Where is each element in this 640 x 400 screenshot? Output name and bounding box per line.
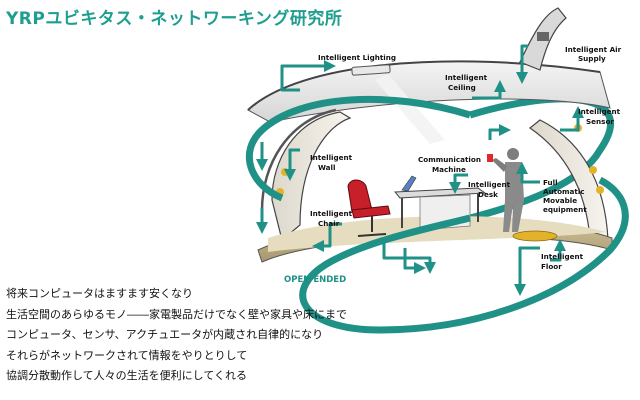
laptop [401, 175, 417, 192]
label-intelligent-wall: Intelligent [310, 153, 353, 162]
arrow-ceiling [472, 80, 506, 100]
label-intelligent-ceiling: Intelligent [445, 73, 488, 82]
label-full-automatic: Full [543, 178, 558, 187]
orbit-loop-front [299, 176, 629, 334]
label-intelligent-floor: Floor [541, 262, 562, 271]
label-full-automatic: Automatic [543, 187, 585, 196]
page-title: YRPユビキタス・ネットワーキング研究所 [6, 9, 343, 29]
label-intelligent-chair: Intelligent [310, 209, 353, 218]
floor-sensor [512, 230, 558, 242]
arrow-open-ended [382, 238, 436, 274]
description-line: コンピュータ、センサ、アクチュエータが内蔵され自律的になり [6, 328, 324, 341]
person-head [507, 148, 519, 160]
label-intelligent-air-supply: Supply [578, 54, 606, 63]
description-text: 将来コンピュータはますます安くなり 生活空間のあらゆるモノ――家電製品だけでなく… [6, 284, 386, 387]
label-intelligent-desk: Desk [478, 190, 498, 199]
label-intelligent-lighting: Intelligent Lighting [318, 53, 396, 62]
label-communication-machine: Machine [432, 165, 466, 174]
label-full-automatic: Movable [543, 196, 577, 205]
orbit-loop-left [245, 95, 472, 202]
light-fixture [351, 64, 391, 76]
arrow-floor [514, 246, 540, 296]
label-full-automatic: equipment [543, 205, 587, 214]
arrow-lighting [280, 60, 336, 92]
label-communication-machine: Communication [418, 155, 481, 164]
handheld-device [487, 154, 493, 162]
label-intelligent-sensor: Sensor [586, 117, 614, 126]
label-intelligent-desk: Intelligent [468, 180, 511, 189]
person-body [503, 162, 524, 232]
intelligent-chair [347, 179, 373, 213]
arrow-air-supply [516, 44, 528, 84]
label-intelligent-wall: Wall [318, 163, 335, 172]
air-supply-vent [537, 32, 549, 41]
left-wall-outer [260, 108, 337, 211]
person-arm [492, 158, 507, 172]
arrow-sensor [560, 106, 584, 132]
label-intelligent-air-supply: Intelligent Air [565, 45, 622, 54]
arrow-full-auto [516, 162, 540, 184]
description-line: 将来コンピュータはますます安くなり [6, 287, 193, 300]
label-intelligent-ceiling: Ceiling [448, 83, 476, 92]
label-intelligent-floor: Intelligent [541, 252, 584, 261]
description-line: 生活空間のあらゆるモノ――家電製品だけでなく壁や家具や床にまで [6, 307, 347, 321]
chair-seat [351, 205, 391, 219]
label-intelligent-sensor: Intelligent [578, 107, 621, 116]
description-line: 協調分散動作して人々の生活を便利にしてくれる [6, 369, 248, 382]
label-open-ended: OPEN ENDED [284, 275, 346, 285]
arrow-desk [449, 173, 468, 194]
arrow-communication [488, 124, 511, 140]
description-line: それらがネットワークされて情報をやりとりして [6, 348, 248, 362]
intelligent-wall-panel [271, 111, 352, 242]
arrow-open-ended-2 [403, 248, 426, 274]
arrow-chair [312, 222, 342, 252]
sensor-knob [589, 166, 597, 174]
label-intelligent-chair: Chair [318, 219, 340, 228]
chair-base [357, 233, 387, 237]
sensor-knob [596, 186, 604, 194]
sensor-knob [281, 168, 289, 176]
arrow-floor-2 [550, 239, 566, 262]
arrow-wall-2 [284, 148, 300, 181]
floor-surface [268, 216, 606, 252]
light-beam [375, 74, 445, 144]
intelligent-ceiling-panel [247, 60, 611, 123]
